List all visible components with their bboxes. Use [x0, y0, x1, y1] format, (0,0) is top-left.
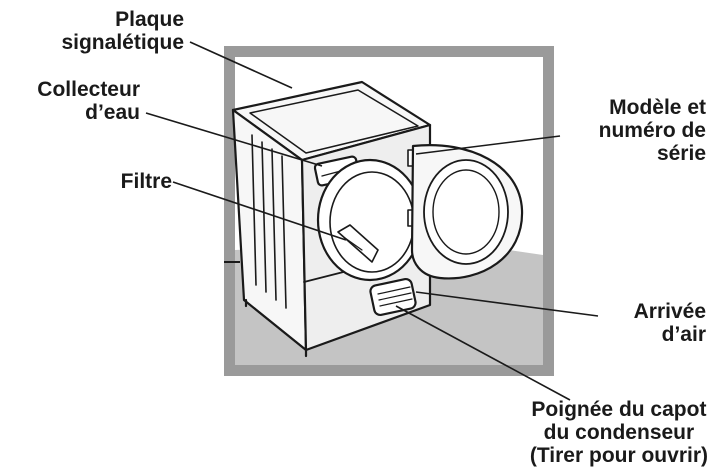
dryer-machine [231, 80, 524, 358]
label-line: (Tirer pour ouvrir) [529, 444, 708, 467]
label-line: Plaque [115, 8, 184, 31]
label-line: signalétique [61, 31, 184, 54]
label-line: Modèle et [609, 96, 706, 119]
label-line: du condenseur [543, 421, 695, 444]
leader-filtre [172, 181, 347, 241]
label-line: d’air [661, 323, 706, 346]
leader-collecteur [145, 112, 323, 167]
label-filtre: Filtre [121, 170, 172, 193]
label-line: d’eau [85, 101, 140, 124]
leader-lines [145, 41, 599, 401]
label-line: série [656, 142, 706, 165]
label-line: Collecteur [37, 78, 140, 101]
label-poignee-capot-condenseur: Poignée du capot du condenseur (Tirer po… [530, 398, 708, 467]
label-line: Poignée du capot [531, 398, 707, 421]
leader-modele [415, 135, 561, 155]
label-line: Filtre [120, 170, 172, 193]
leader-poignee [395, 305, 571, 401]
label-arrivee-air: Arrivée d’air [634, 300, 706, 346]
leader-arrivee [415, 291, 599, 317]
label-modele-numero-serie: Modèle et numéro de série [599, 96, 706, 165]
label-collecteur-eau: Collecteur d’eau [37, 78, 140, 124]
label-line: Arrivée [633, 300, 706, 323]
leader-plaque [189, 41, 293, 89]
label-line: numéro de [598, 119, 706, 142]
label-plaque-signaletique: Plaque signalétique [61, 8, 184, 54]
